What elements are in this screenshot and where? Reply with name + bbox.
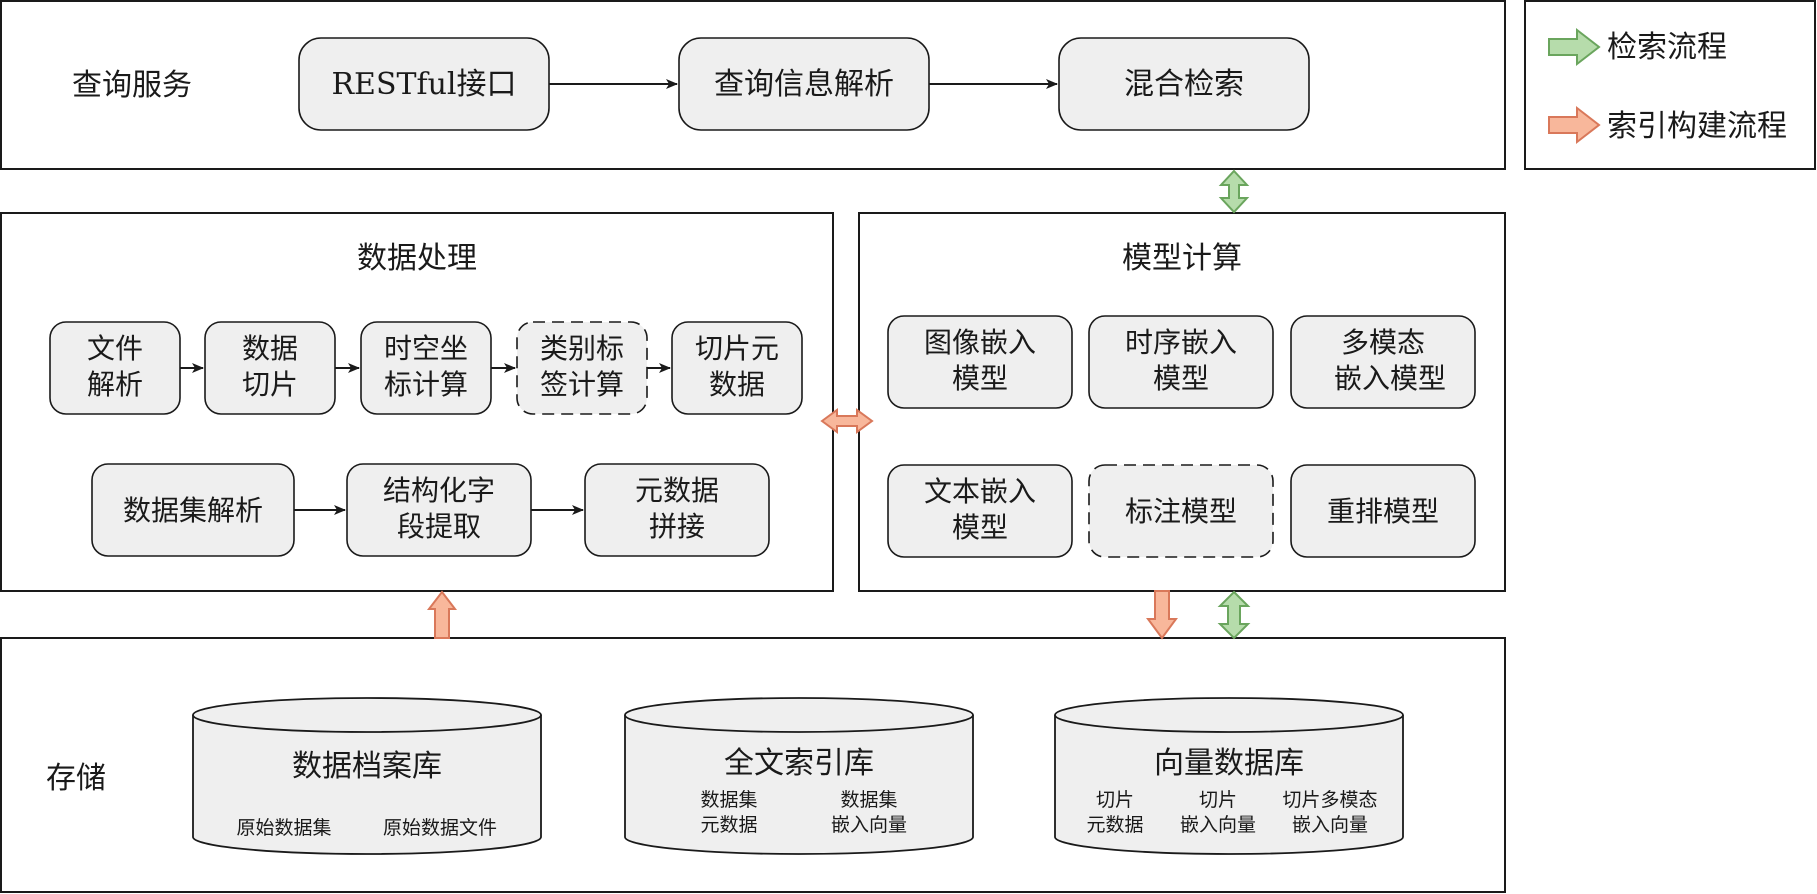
spatiotemporal-calc-label-1: 时空坐 <box>384 332 468 365</box>
vector-db-label: 向量数据库 <box>1154 746 1304 781</box>
image-embedding-model-label-2: 模型 <box>952 362 1008 395</box>
rerank-model-box <box>1290 464 1476 558</box>
multimodal-embedding-model-label-1: 多模态 <box>1341 326 1425 359</box>
data-slice-label-2: 切片 <box>242 368 298 401</box>
data-archive-db-body <box>192 715 542 855</box>
slice-multimodal-embedding-label-1: 切片多模态 <box>1282 789 1377 811</box>
file-parse-label-2: 解析 <box>87 368 143 401</box>
legend-indexing-label: 索引构建流程 <box>1607 109 1787 144</box>
metadata-join-label-1: 元数据 <box>635 474 719 507</box>
text-embedding-model-box <box>887 464 1073 558</box>
dataset-embedding-label-1: 数据集 <box>840 789 897 811</box>
data-archive-db-top <box>192 697 542 733</box>
slice-embedding-label-1: 切片 <box>1199 789 1237 811</box>
slice-metadata-box <box>671 321 803 415</box>
category-label-calc-label-1: 类别标 <box>540 332 624 365</box>
slice-metadata-store-label-2: 元数据 <box>1086 814 1143 836</box>
text-embedding-model-label-1: 文本嵌入 <box>924 475 1036 508</box>
slice-embedding-label-2: 嵌入向量 <box>1180 814 1256 836</box>
legend-panel <box>1524 0 1816 170</box>
multimodal-embedding-model-label-2: 嵌入模型 <box>1334 362 1446 395</box>
data-slice-label-1: 数据 <box>242 332 298 365</box>
fulltext-index-db-label: 全文索引库 <box>724 746 874 781</box>
slice-metadata-store-label-1: 切片 <box>1096 789 1134 811</box>
timeseries-embedding-model-label-2: 模型 <box>1153 362 1209 395</box>
annotation-model-box <box>1088 464 1274 558</box>
structured-field-extract-label-1: 结构化字 <box>383 474 495 507</box>
slice-metadata-label-1: 切片元 <box>695 332 779 365</box>
hybrid-retrieval-label: 混合检索 <box>1124 67 1244 102</box>
restful-interface-label: RESTful接口 <box>331 67 516 102</box>
category-label-calc-label-2: 签计算 <box>540 368 624 401</box>
rerank-model-label: 重排模型 <box>1327 495 1439 528</box>
timeseries-embedding-model-box <box>1088 315 1274 409</box>
raw-data-file-label: 原始数据文件 <box>383 817 497 839</box>
fulltext-index-db-body <box>624 715 974 855</box>
image-embedding-model-box <box>887 315 1073 409</box>
dataset-metadata-label-2: 元数据 <box>700 814 757 836</box>
data-processing-title: 数据处理 <box>357 241 477 276</box>
raw-dataset-label: 原始数据集 <box>236 817 331 839</box>
retrieval-double-arrow-icon <box>1217 590 1251 640</box>
hybrid-retrieval-box <box>1058 37 1310 131</box>
annotation-model-label: 标注模型 <box>1125 495 1237 528</box>
text-embedding-model-label-2: 模型 <box>952 511 1008 544</box>
indexing-flow-arrow-icon <box>1548 105 1601 145</box>
indexing-down-arrow-icon <box>1146 590 1178 640</box>
structured-field-extract-label-2: 段提取 <box>397 510 481 543</box>
metadata-join-box <box>584 463 770 557</box>
image-embedding-model-label-1: 图像嵌入 <box>924 326 1036 359</box>
indexing-double-arrow-icon <box>820 408 874 434</box>
storage-title: 存储 <box>46 761 106 796</box>
retrieval-flow-arrow-icon <box>1548 27 1601 67</box>
fulltext-index-db-top <box>624 697 974 733</box>
vector-db-top <box>1054 697 1404 733</box>
dataset-embedding-label-2: 嵌入向量 <box>831 814 907 836</box>
slice-metadata-label-2: 数据 <box>709 368 765 401</box>
spatiotemporal-calc-label-2: 标计算 <box>384 368 468 401</box>
file-parse-label-1: 文件 <box>87 332 143 365</box>
vector-db-body <box>1054 715 1404 855</box>
multimodal-embedding-model-box <box>1290 315 1476 409</box>
slice-multimodal-embedding-label-2: 嵌入向量 <box>1292 814 1368 836</box>
query-service-title: 查询服务 <box>72 68 192 103</box>
query-parsing-label: 查询信息解析 <box>714 67 894 102</box>
retrieval-double-arrow-icon <box>1218 169 1250 214</box>
model-compute-title: 模型计算 <box>1122 241 1242 276</box>
data-archive-db-label: 数据档案库 <box>292 749 442 784</box>
dataset-parse-label: 数据集解析 <box>123 494 263 527</box>
legend-retrieval-label: 检索流程 <box>1607 30 1727 65</box>
indexing-up-arrow-icon <box>426 590 458 639</box>
dataset-metadata-label-1: 数据集 <box>700 789 757 811</box>
metadata-join-label-2: 拼接 <box>649 510 705 543</box>
timeseries-embedding-model-label-1: 时序嵌入 <box>1125 326 1237 359</box>
